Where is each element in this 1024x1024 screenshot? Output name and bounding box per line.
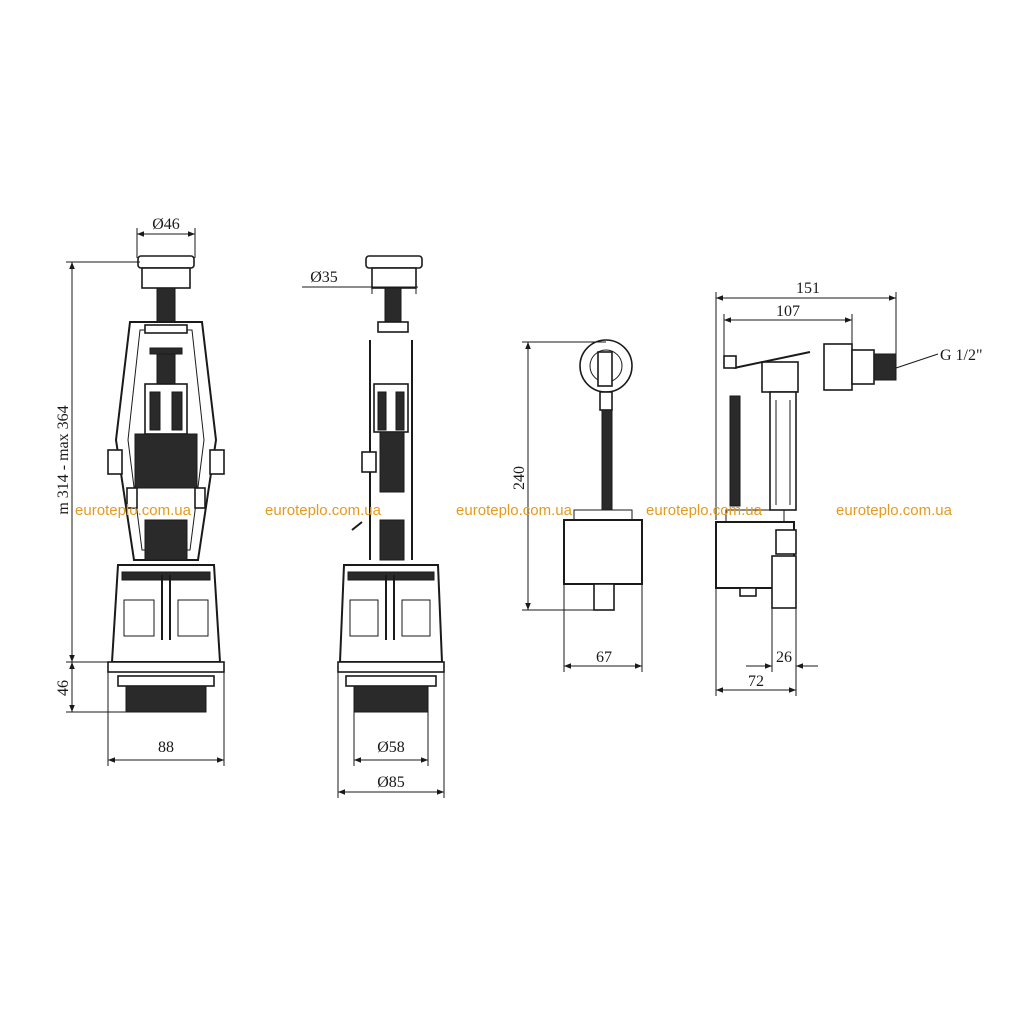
- dimension-lines: [66, 228, 939, 798]
- dim-float-width: 67: [596, 649, 612, 666]
- watermark-5: euroteplo.com.ua: [836, 502, 953, 519]
- dim-base-width: 88: [158, 739, 174, 756]
- dim-total-length: 151: [796, 280, 820, 297]
- dim-arm-length: 107: [776, 303, 800, 320]
- fill-valve-front-view: [563, 339, 643, 611]
- dim-side-width: 72: [748, 673, 764, 690]
- dim-base-height: 46: [55, 680, 72, 696]
- watermark-3: euroteplo.com.ua: [456, 502, 573, 519]
- fill-valve-side-view: [715, 343, 897, 609]
- dim-button-diameter-left: Ø46: [152, 216, 180, 233]
- flush-valve-front-view: [107, 255, 225, 713]
- flush-valve-side-view: [337, 255, 445, 713]
- watermark-4: euroteplo.com.ua: [646, 502, 763, 519]
- dim-valve-width: 26: [776, 649, 792, 666]
- dim-button-diameter-mid: Ø35: [310, 269, 338, 286]
- dim-height-range: m 314 - max 364: [55, 405, 72, 514]
- dim-thread-diameter: Ø58: [377, 739, 405, 756]
- dim-connection-thread: G 1/2": [940, 347, 983, 364]
- watermark-1: euroteplo.com.ua: [75, 502, 192, 519]
- watermark-2: euroteplo.com.ua: [265, 502, 382, 519]
- dim-float-height: 240: [511, 466, 528, 490]
- dim-flange-diameter: Ø85: [377, 774, 405, 791]
